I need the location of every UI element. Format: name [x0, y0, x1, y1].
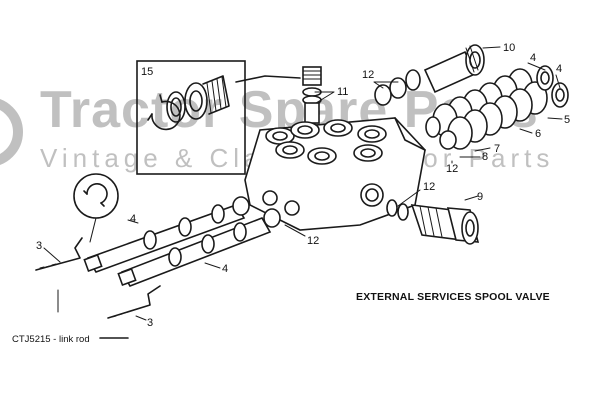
spool-lower: [117, 208, 281, 287]
label-4b: 4: [556, 63, 562, 75]
label-12c: 12: [423, 181, 435, 193]
label-8: 8: [482, 151, 488, 163]
upper-exploded-parts: [302, 44, 569, 150]
label-5: 5: [564, 114, 570, 126]
label-10: 10: [503, 42, 515, 54]
label-11: 11: [337, 86, 348, 98]
diagram-title: EXTERNAL SERVICES SPOOL VALVE: [356, 291, 550, 303]
spool-upper: [83, 196, 250, 273]
inset-detail-15: [136, 60, 301, 175]
label-9: 9: [477, 191, 483, 203]
label-4a: 4: [530, 52, 536, 64]
label-4c: 4: [130, 213, 136, 225]
link-rod-caption: CTJ5215 - link rod: [12, 334, 90, 345]
label-12a: 12: [362, 69, 374, 81]
fitting-9: [386, 199, 480, 245]
part-labels: 15 10 4 4 12 11 5 6 7 8 12 12 9 12 4 4 3…: [36, 42, 570, 329]
label-7: 7: [494, 143, 500, 155]
leader-lines: [43, 46, 563, 339]
label-12d: 12: [307, 235, 319, 247]
valve-body: [244, 117, 426, 231]
watermark-logo: [0, 99, 23, 165]
label-15: 15: [141, 66, 153, 78]
label-12b: 12: [446, 163, 458, 175]
label-4d: 4: [222, 263, 228, 275]
circlip-detail: [73, 173, 119, 243]
label-6: 6: [535, 128, 541, 140]
label-3b: 3: [147, 317, 153, 329]
label-3a: 3: [36, 240, 42, 252]
link-rod-upper: [35, 237, 83, 271]
link-rod-lower: [107, 285, 161, 319]
